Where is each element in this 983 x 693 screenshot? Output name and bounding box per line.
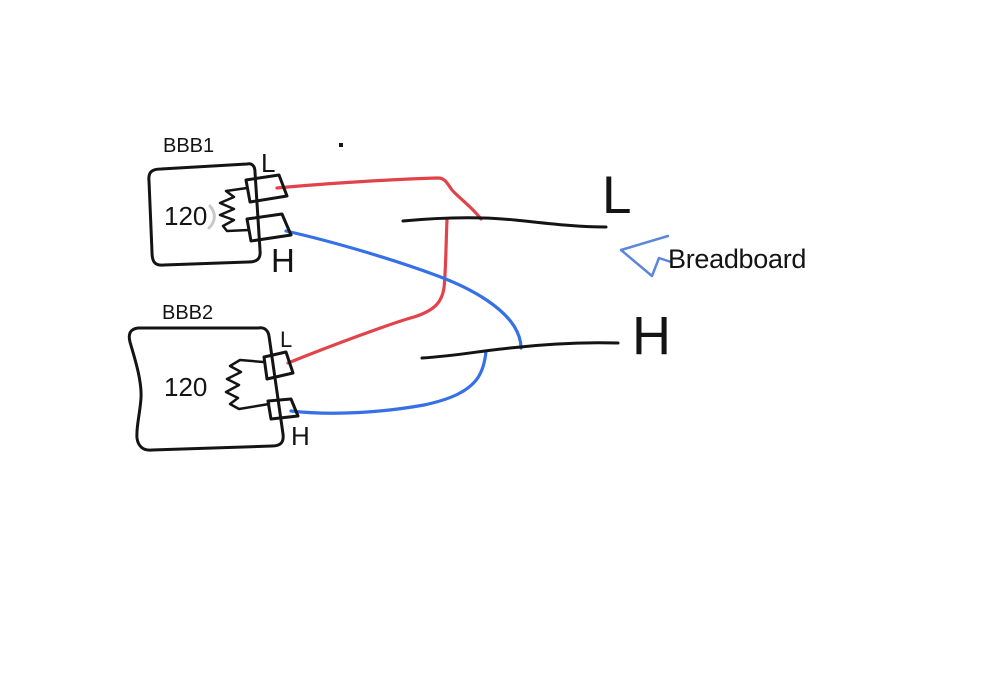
breadboard-arrow-icon: [619, 234, 673, 278]
breadboard: L H Breadboard: [401, 166, 806, 366]
bbb1-resistor: [218, 186, 251, 233]
bbb2-pin-l-label: L: [280, 327, 292, 352]
bbb1-value: 120: [164, 201, 207, 231]
breadboard-label: Breadboard: [668, 244, 806, 274]
bbb1-label: BBB1: [163, 135, 214, 157]
bbb1-pin-l-label: L: [261, 148, 275, 178]
bbb1-pin-h-connector: [245, 212, 293, 243]
bbb2-pin-h-label: H: [291, 421, 310, 451]
bbb2-red-wire: [286, 218, 449, 365]
bbb1-outline: [147, 162, 262, 267]
bbb2-pin-h-connector: [266, 397, 300, 421]
bbb1-pin-h-label: H: [271, 242, 295, 279]
bbb2-value: 120: [164, 372, 207, 402]
stray-dot: [339, 143, 343, 147]
breadboard-bottom-rail: [420, 341, 620, 360]
breadboard-top-rail: [401, 216, 608, 229]
bbb2-pin-l-connector: [262, 350, 295, 381]
bbb1-pin-l-connector: [244, 173, 289, 204]
rail-h-label: H: [632, 306, 671, 366]
bbb2-blue-wire: [289, 349, 488, 415]
bbb1-board: BBB1 120 L H: [147, 135, 295, 279]
bbb1-red-wire: [275, 176, 483, 221]
bbb2-resistor: [224, 358, 271, 411]
bbb2-label: BBB2: [162, 302, 213, 324]
bbb2-outline: [127, 326, 285, 452]
bbb1-blue-wire: [284, 229, 523, 350]
rail-l-label: L: [602, 166, 631, 225]
pen-smudge: [207, 204, 216, 230]
wires: [275, 176, 523, 415]
bbb2-board: BBB2 120 L H: [127, 302, 310, 452]
